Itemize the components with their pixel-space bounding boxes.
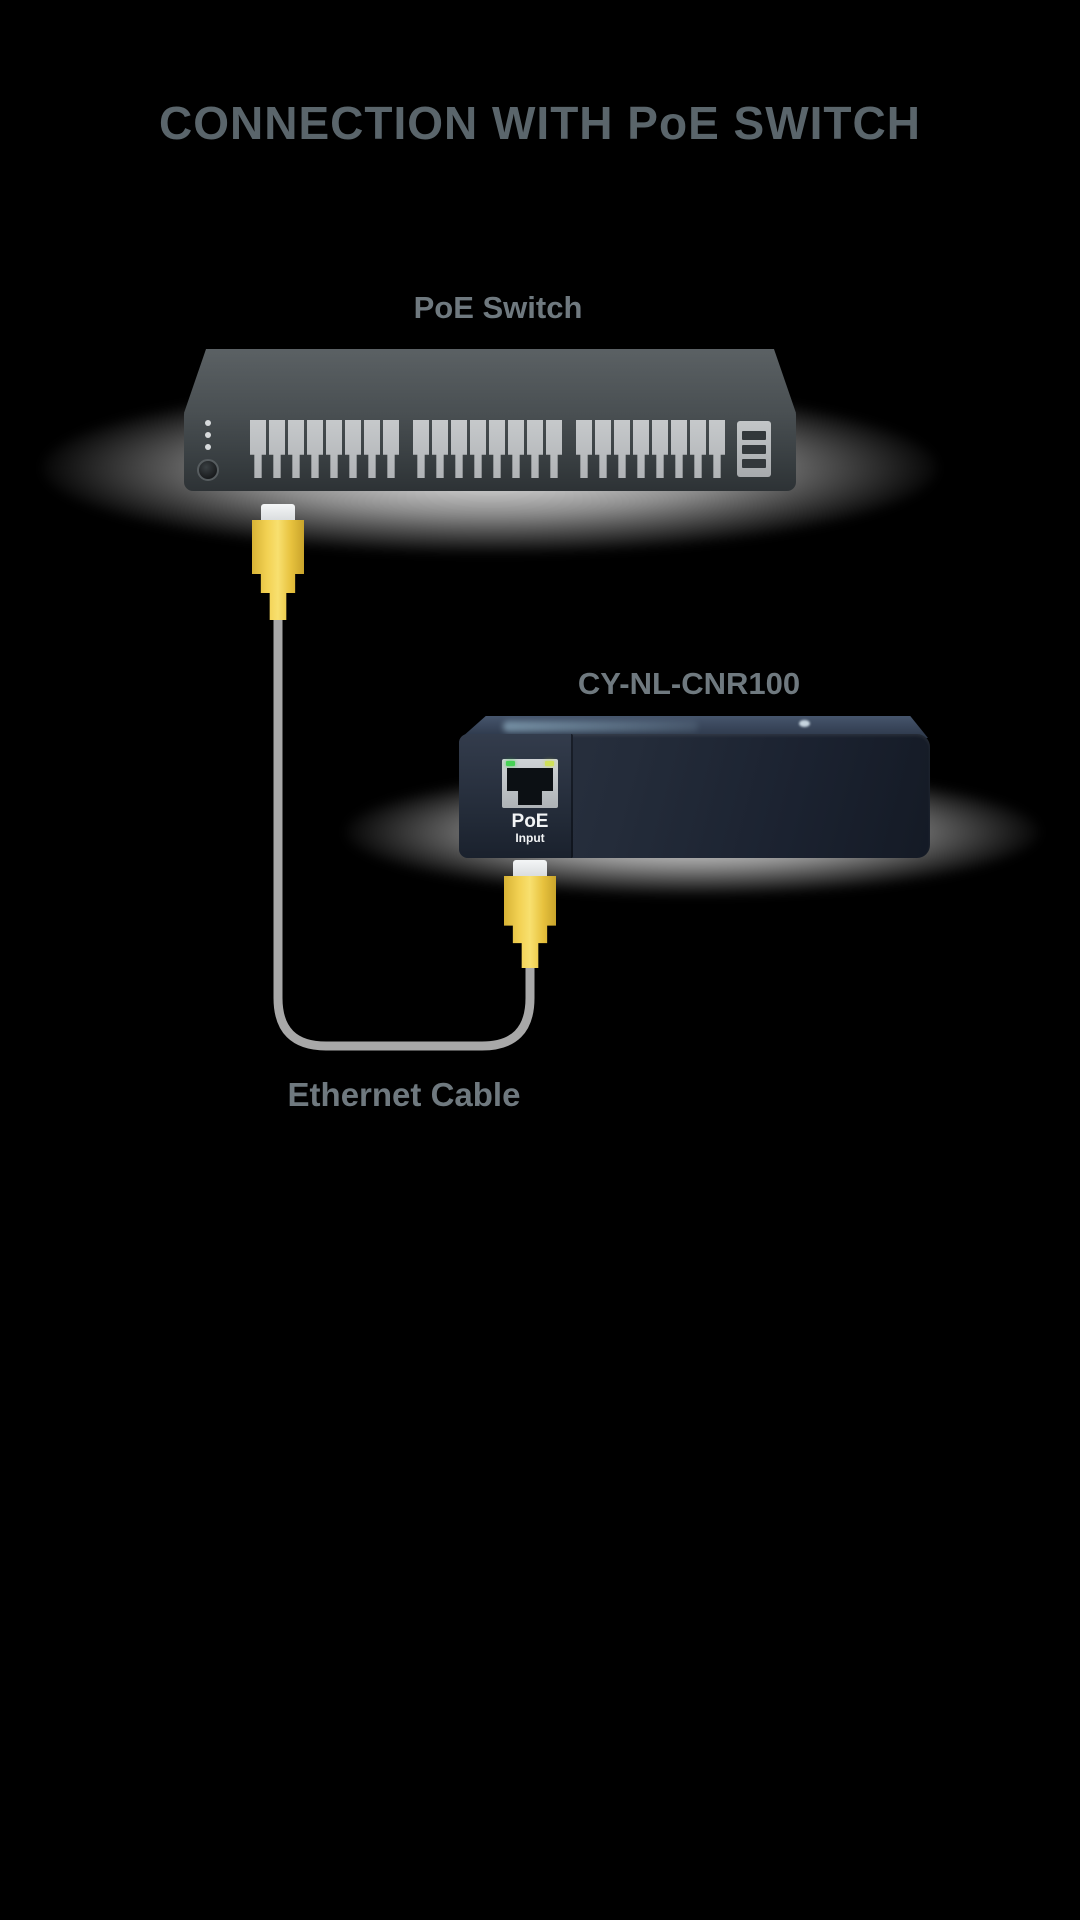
status-led-icon bbox=[205, 420, 211, 426]
switch-port-row bbox=[250, 420, 725, 478]
page-title: CONNECTION WITH PoE SWITCH bbox=[159, 97, 921, 149]
device-label: CY-NL-CNR100 bbox=[577, 666, 801, 701]
status-led-icon bbox=[205, 444, 211, 450]
switch-front-face bbox=[184, 411, 796, 491]
uplink-slot-icon bbox=[742, 444, 766, 454]
switch-label: PoE Switch bbox=[413, 290, 583, 325]
port-led-right bbox=[545, 761, 554, 766]
poe-input-port-icon bbox=[502, 759, 558, 808]
ethernet-cable-path bbox=[273, 608, 535, 1051]
device-top-dot bbox=[799, 720, 810, 727]
rj45-port-group bbox=[576, 420, 725, 478]
rj45-connector-tip-device bbox=[513, 860, 547, 878]
rj45-connector-tip-switch bbox=[261, 504, 295, 522]
uplink-slot-icon bbox=[742, 458, 766, 468]
device-front-panel: PoE Input bbox=[459, 734, 573, 858]
port-label-line2: Input bbox=[515, 831, 545, 845]
port-label-line1: PoE bbox=[511, 811, 549, 832]
rj45-port-group bbox=[413, 420, 562, 478]
uplink-module bbox=[737, 421, 771, 477]
switch-top-face bbox=[184, 349, 796, 413]
switch-led-column bbox=[205, 420, 211, 450]
uplink-slot-icon bbox=[742, 430, 766, 440]
device-top-face bbox=[461, 716, 928, 738]
switch-power-button-icon bbox=[197, 459, 219, 481]
device-logo-blur bbox=[503, 721, 698, 732]
status-led-icon bbox=[205, 432, 211, 438]
cable-label: Ethernet Cable bbox=[287, 1076, 521, 1113]
poe-input-port-label: PoE Input bbox=[480, 812, 580, 845]
device-illustration: PoE Input bbox=[459, 716, 930, 858]
port-led-left bbox=[506, 761, 515, 766]
poe-input-port-opening bbox=[507, 768, 553, 805]
rj45-port-group bbox=[250, 420, 399, 478]
poe-switch-illustration bbox=[184, 349, 796, 491]
